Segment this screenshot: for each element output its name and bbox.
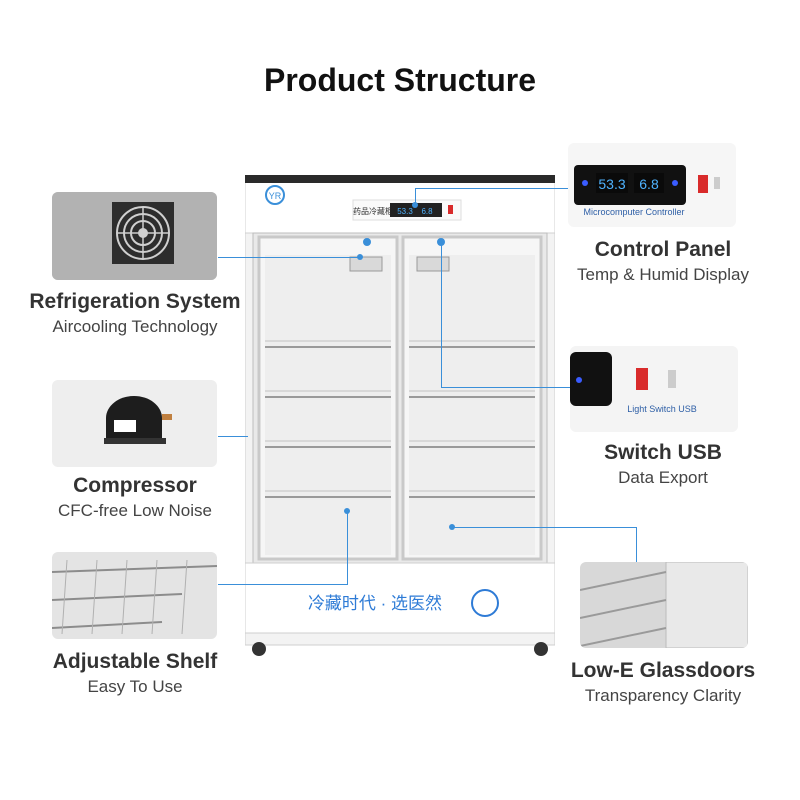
connector-dot — [344, 508, 350, 514]
feature-refrigeration: Refrigeration System Aircooling Technolo… — [20, 289, 250, 339]
svg-text:YR: YR — [269, 191, 282, 201]
connector-line — [452, 527, 637, 528]
connector-line — [415, 188, 568, 189]
feature-subtitle: Transparency Clarity — [584, 686, 742, 705]
feature-subtitle: Easy To Use — [87, 677, 183, 696]
feature-control-panel: Control Panel Temp & Humid Display — [548, 237, 778, 287]
connector-line — [218, 436, 248, 437]
feature-subtitle: Data Export — [618, 468, 708, 487]
feature-subtitle: CFC-free Low Noise — [58, 501, 212, 520]
feature-title: Compressor — [73, 474, 197, 497]
feature-title: Low-E Glassdoors — [570, 659, 756, 682]
connector-dot — [412, 202, 418, 208]
feature-adjustable-shelf: Adjustable Shelf Easy To Use — [20, 649, 250, 699]
connector-dot — [357, 254, 363, 260]
control-panel-photo: 53.3 6.8 Microcomputer Controller — [568, 143, 736, 227]
connector-line — [415, 188, 416, 204]
connector-line — [636, 527, 637, 562]
page-title: Product Structure — [263, 62, 537, 98]
fridge-label: 药品冷藏柜 — [353, 206, 393, 216]
connector-line — [441, 241, 442, 388]
mini-temp-readout: 53.3 — [397, 207, 413, 216]
connector-dot — [438, 239, 444, 245]
feature-switch-usb: Switch USB Data Export — [548, 440, 778, 490]
mini-humid-readout: 6.8 — [421, 207, 433, 216]
feature-title: Switch USB — [604, 441, 722, 464]
feature-compressor: Compressor CFC-free Low Noise — [20, 473, 250, 523]
control-temp-readout: 53.3 — [598, 176, 625, 192]
refrigeration-fan-photo — [52, 192, 217, 280]
switch-usb-photo: Light Switch USB — [570, 346, 738, 432]
feature-title: Adjustable Shelf — [52, 650, 218, 673]
refrigerator-image: YR 药品冷藏柜 53.3 6.8 冷藏时代 · 选医然 — [245, 175, 555, 656]
fan-icon — [112, 202, 174, 264]
switch-usb-caption: Light Switch USB — [627, 404, 697, 414]
feature-title: Refrigeration System — [29, 290, 241, 313]
connector-line — [441, 387, 570, 388]
feature-title: Control Panel — [594, 238, 732, 261]
connector-line — [218, 257, 360, 258]
connector-dot — [449, 524, 455, 530]
feature-subtitle: Temp & Humid Display — [577, 265, 749, 284]
compressor-photo — [52, 380, 217, 467]
connector-line — [218, 584, 348, 585]
connector-line — [347, 510, 348, 585]
compressor-icon — [104, 396, 172, 444]
feature-subtitle: Aircooling Technology — [52, 317, 218, 336]
feature-low-e-glassdoors: Low-E Glassdoors Transparency Clarity — [548, 658, 778, 708]
shelf-photo — [52, 552, 217, 639]
control-humid-readout: 6.8 — [639, 176, 659, 192]
control-panel-caption: Microcomputer Controller — [583, 207, 684, 217]
glassdoor-photo — [580, 562, 748, 648]
fridge-slogan: 冷藏时代 · 选医然 — [308, 594, 442, 613]
